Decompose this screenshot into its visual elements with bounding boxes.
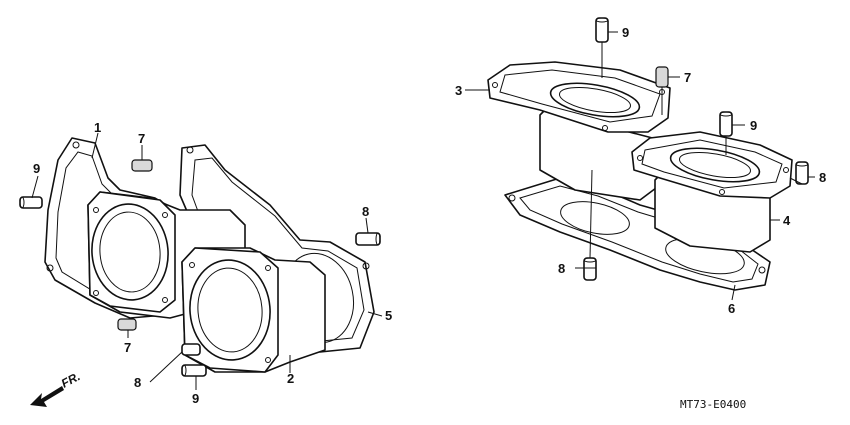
callout-2: 2: [287, 371, 294, 386]
upper-cylinder-block: [487, 61, 671, 201]
dowel-pin-9-right-mid: [719, 111, 733, 137]
rear-cylinder-block: [181, 247, 326, 373]
callout-7-left-top: 7: [138, 131, 145, 146]
callout-9-right-top: 9: [622, 25, 629, 40]
dowel-pin-8-right-mid: [795, 161, 809, 185]
callout-3: 3: [455, 83, 462, 98]
dowel-pin-9-right-top: [595, 17, 609, 43]
callout-9-right-mid: 9: [750, 118, 757, 133]
callout-4: 4: [783, 213, 791, 228]
callout-7-left-bottom: 7: [124, 340, 131, 355]
callout-5: 5: [385, 308, 392, 323]
dowel-pin-7-right-top: [655, 66, 669, 88]
callout-8-right-bottom: 8: [558, 261, 565, 276]
callout-8-left-bottom: 8: [134, 375, 141, 390]
callout-9-left-bottom: 9: [192, 391, 199, 406]
lower-cylinder-block: [631, 131, 793, 253]
diagram-code: MT73-E0400: [680, 398, 746, 411]
front-cylinder-block: [87, 191, 246, 319]
callout-9-left-top: 9: [33, 161, 40, 176]
callout-6: 6: [728, 301, 735, 316]
callout-8-left-mid: 8: [362, 204, 369, 219]
front-direction-arrow-icon: [30, 386, 64, 407]
callout-7-right-top: 7: [684, 70, 691, 85]
callout-8-right-mid: 8: [819, 170, 826, 185]
dowel-pin-7-left-bottom: [117, 318, 137, 331]
dowel-pin-9-left-bottom: [181, 364, 207, 377]
dowel-pin-9-left-top: [19, 196, 43, 209]
dowel-pin-7-left-top: [131, 159, 153, 172]
dowel-pin-8-left-bottom: [181, 343, 201, 356]
callout-1: 1: [94, 120, 101, 135]
dowel-pin-8-left-mid: [355, 232, 381, 246]
dowel-pin-8-right-bottom: [583, 257, 597, 281]
